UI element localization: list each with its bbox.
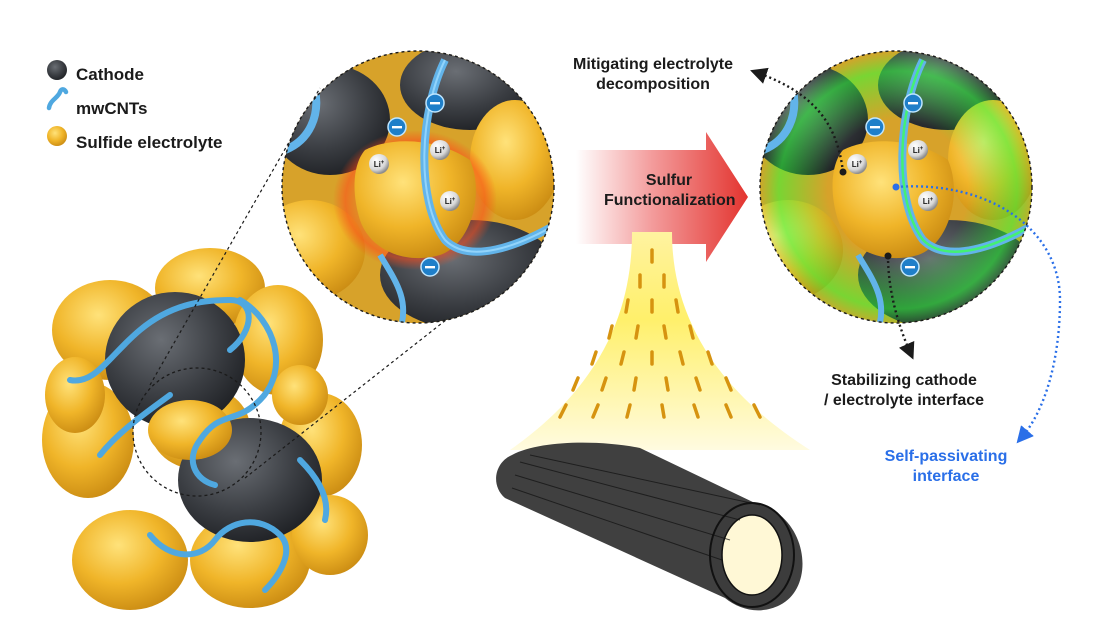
electrolyte-blob (272, 365, 328, 425)
legend-icons (46, 60, 69, 146)
lithium-ion-icon (908, 140, 928, 160)
lithium-ion-label: Li+ (435, 146, 446, 155)
decomposition-arrow (750, 67, 845, 173)
sulfide-electrolyte-legend-icon (47, 126, 67, 146)
magnified-view-before (281, 50, 555, 324)
composite-particle (42, 248, 368, 610)
zoom-region-circle (132, 367, 262, 497)
passivating-annotation: Self-passivating interface (884, 448, 1008, 485)
process-label: Sulfur Functionalization (604, 171, 736, 211)
magnified-view-after (759, 50, 1033, 324)
interface-annotation: Stabilizing cathode / electrolyte interf… (823, 372, 985, 409)
lithium-ion-label: Li+ (445, 197, 456, 206)
electron-icon (420, 257, 440, 277)
electron-icon (900, 257, 920, 277)
lithium-ion-label: Li+ (852, 160, 863, 169)
lithium-ion-icon (440, 191, 460, 211)
process-label-line1: Sulfur (645, 172, 693, 189)
annotation-arrows (750, 67, 1062, 444)
lithium-ion-icon (369, 154, 389, 174)
legend-label: Cathode (76, 65, 144, 84)
interface-marker (884, 252, 892, 260)
decomposition-annotation: Mitigating electrolyte decomposition (572, 56, 734, 93)
mwcnt-tube (189, 297, 279, 488)
mwcnt-tube (67, 296, 252, 384)
process-label-line2: Functionalization (604, 192, 736, 209)
sulfur-beam (510, 232, 810, 450)
zoom-line (244, 304, 466, 479)
lithium-ion-icon (918, 191, 938, 211)
cathode-particle (105, 292, 245, 428)
legend-item-mwcnts: mwCNTs (46, 92, 222, 126)
process-arrow (576, 132, 748, 262)
electrolyte-blob (292, 495, 368, 575)
decomposition-marker (839, 168, 847, 176)
lithium-ion-icon (847, 154, 867, 174)
mwcnt-tube (97, 392, 173, 458)
mwcnt-legend-icon (46, 87, 69, 111)
electrolyte-blob (148, 400, 232, 460)
lithium-ion-label: Li+ (374, 160, 385, 169)
legend-label: mwCNTs (76, 99, 148, 118)
mwcnt-tube (147, 519, 290, 593)
lithium-ion-label: Li+ (913, 146, 924, 155)
electrolyte-blob (45, 357, 105, 433)
electron-icon (903, 93, 923, 113)
legend: Cathode mwCNTs Sulfide electrolyte (46, 58, 222, 160)
legend-item-cathode: Cathode (46, 58, 222, 92)
legend-item-sulfide-electrolyte: Sulfide electrolyte (46, 126, 222, 160)
electron-icon (425, 93, 445, 113)
electron-icon (387, 117, 407, 137)
ions-before (369, 93, 460, 277)
lithium-ion-icon (430, 140, 450, 160)
ions-after (847, 93, 938, 277)
mwcnt-tube (297, 457, 330, 523)
interface-arrow (886, 255, 915, 360)
electrolyte-blob (72, 510, 188, 610)
carbon-nanotube (496, 442, 803, 611)
electron-icon (865, 117, 885, 137)
cathode-legend-icon (47, 60, 67, 80)
lithium-ion-label: Li+ (923, 197, 934, 206)
sulfur-particles (558, 248, 762, 419)
legend-label: Sulfide electrolyte (76, 133, 223, 152)
passivating-marker (892, 183, 900, 191)
